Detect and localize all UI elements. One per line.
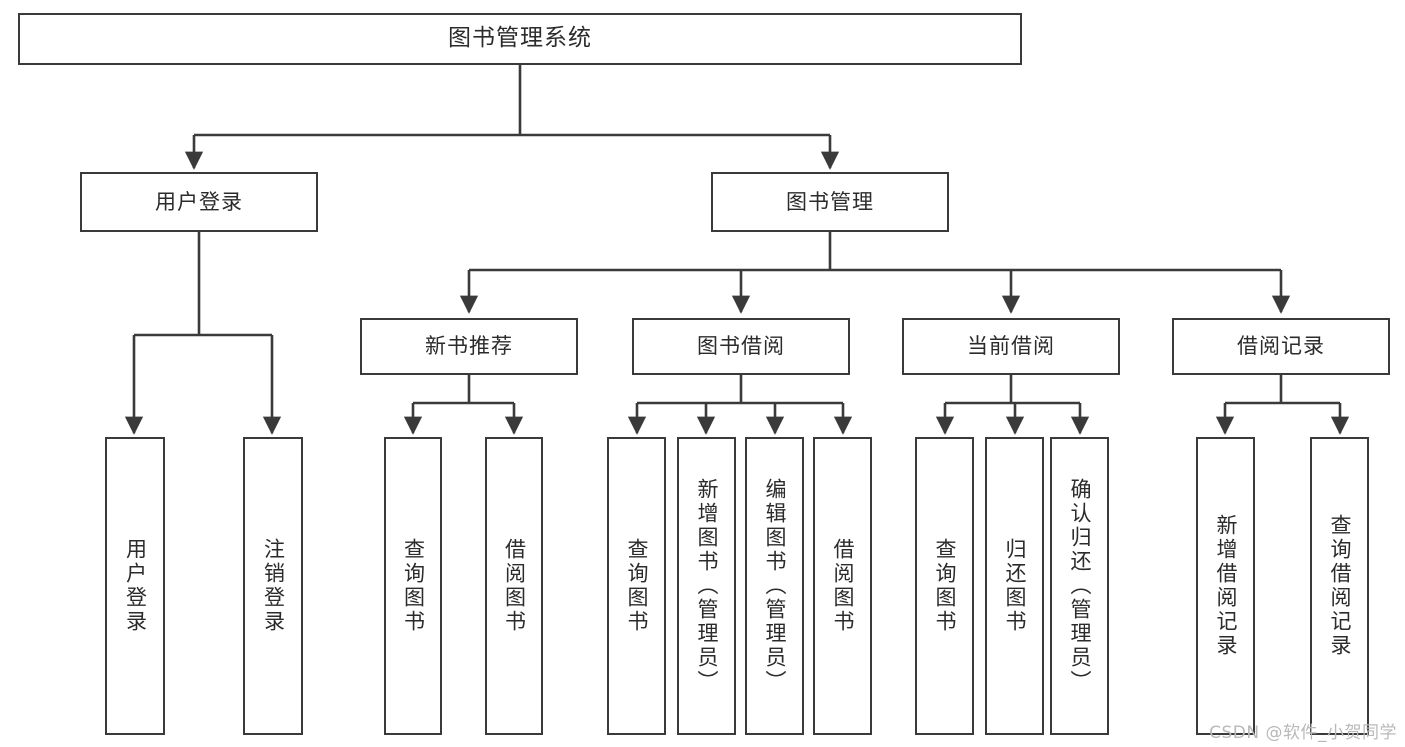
node-label: 图书管理 (786, 189, 874, 214)
node-user-login[interactable]: 用户登录 (80, 172, 318, 232)
node-label: 图书借阅 (697, 334, 785, 359)
node-label: 新增图书（管理员） (695, 478, 719, 694)
node-book-management[interactable]: 图书管理 (711, 172, 949, 232)
leaf-current-borrow-query-book[interactable]: 查询图书 (915, 437, 974, 735)
node-label: 确认归还（管理员） (1068, 478, 1092, 694)
leaf-current-borrow-confirm-return-admin[interactable]: 确认归还（管理员） (1050, 437, 1109, 735)
node-book-borrow[interactable]: 图书借阅 (632, 318, 850, 375)
leaf-user-login-signout[interactable]: 注销登录 (243, 437, 303, 735)
node-label: 借阅图书 (831, 538, 855, 634)
node-label: 新增借阅记录 (1214, 514, 1238, 658)
node-label: 查询借阅记录 (1328, 514, 1352, 658)
node-label: 用户登录 (123, 538, 148, 634)
node-label: 查询图书 (401, 538, 426, 634)
node-new-book-recommend[interactable]: 新书推荐 (360, 318, 578, 375)
node-borrow-record[interactable]: 借阅记录 (1172, 318, 1390, 375)
node-root-book-management-system[interactable]: 图书管理系统 (18, 13, 1022, 65)
node-label: 当前借阅 (967, 334, 1055, 359)
leaf-user-login-signin[interactable]: 用户登录 (105, 437, 165, 735)
leaf-borrow-record-query-record[interactable]: 查询借阅记录 (1310, 437, 1369, 735)
leaf-new-book-query-book[interactable]: 查询图书 (384, 437, 442, 735)
leaf-borrow-record-add-record[interactable]: 新增借阅记录 (1196, 437, 1255, 735)
leaf-book-borrow-edit-book-admin[interactable]: 编辑图书（管理员） (745, 437, 804, 735)
node-label: 图书管理系统 (448, 25, 592, 52)
node-current-borrow[interactable]: 当前借阅 (902, 318, 1120, 375)
node-label: 用户登录 (155, 189, 243, 214)
node-label: 借阅图书 (502, 538, 527, 634)
node-label: 查询图书 (933, 538, 957, 634)
leaf-book-borrow-borrow-book[interactable]: 借阅图书 (813, 437, 872, 735)
node-label: 编辑图书（管理员） (763, 478, 787, 694)
csdn-watermark: CSDN @软件_小贺同学 (1209, 723, 1397, 743)
leaf-book-borrow-query-book[interactable]: 查询图书 (607, 437, 666, 735)
node-label: 归还图书 (1003, 538, 1027, 634)
node-label: 借阅记录 (1237, 334, 1325, 359)
leaf-book-borrow-add-book-admin[interactable]: 新增图书（管理员） (677, 437, 736, 735)
node-label: 查询图书 (625, 538, 649, 634)
leaf-new-book-borrow-book[interactable]: 借阅图书 (485, 437, 543, 735)
node-label: 新书推荐 (425, 334, 513, 359)
leaf-current-borrow-return-book[interactable]: 归还图书 (985, 437, 1044, 735)
node-label: 注销登录 (261, 538, 286, 634)
